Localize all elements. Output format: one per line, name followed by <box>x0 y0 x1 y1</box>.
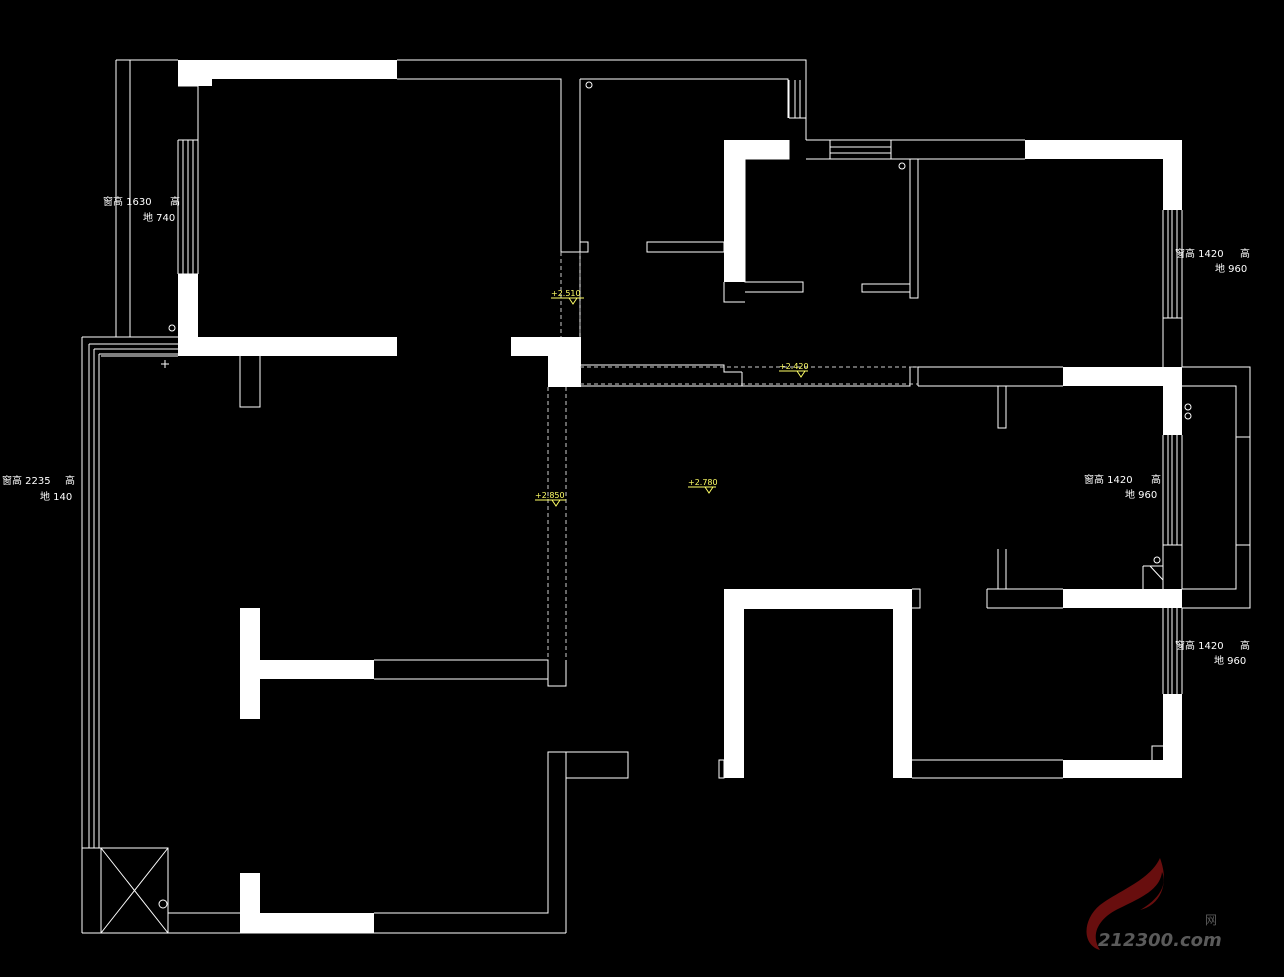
window-note-line2: 地 740 <box>143 211 175 224</box>
watermark: 网 212300.com <box>1086 858 1222 951</box>
light-point-icon <box>585 81 593 89</box>
wall-tee-horizontal <box>240 660 374 679</box>
window-note-bedroom-ne: 窗高 1420 高 地 960 <box>1175 247 1250 275</box>
wall-north-left <box>178 60 397 79</box>
wall-bedroom2-west <box>724 140 745 282</box>
window-note-line1-suffix: 高 <box>1151 473 1161 486</box>
wall-bath-west <box>724 589 744 778</box>
level-mark-living: +2.780 <box>688 478 718 487</box>
light-point-icon <box>1153 556 1161 564</box>
watermark-cn: 网 <box>1205 913 1217 927</box>
wall-nw-corner <box>178 60 212 86</box>
solid-walls <box>178 60 1182 933</box>
window-note-line2: 地 960 <box>1215 262 1247 275</box>
flame-logo-icon <box>1086 858 1164 950</box>
window-note-line1: 窗高 2235 <box>2 474 51 487</box>
level-mark-dining: +2.850 <box>535 491 565 500</box>
light-point-icon <box>158 899 168 909</box>
light-point-icon <box>898 162 906 170</box>
window-note-living-west: 窗高 2235 高 地 140 <box>2 474 75 503</box>
window-note-line1-suffix: 高 <box>1240 247 1250 260</box>
light-point-icon <box>1184 412 1192 420</box>
level-symbols <box>535 297 808 507</box>
window-note-line1: 窗高 1420 <box>1175 247 1224 260</box>
window-note-line2: 地 140 <box>40 490 72 503</box>
wall-east-south <box>1163 694 1182 778</box>
wall-east-mid <box>1063 367 1182 386</box>
wall-bath-east <box>893 589 912 778</box>
wall-column-center <box>548 337 581 387</box>
light-point-icon <box>168 324 176 332</box>
window-note-line1: 窗高 1630 <box>103 195 152 208</box>
level-triangle-icon <box>535 499 566 507</box>
wall-south-east <box>1063 760 1182 778</box>
wall-mid-horizontal <box>178 337 397 356</box>
wall-east-pillar <box>1163 367 1182 435</box>
wall-bedroom3-east <box>1163 140 1182 210</box>
level-mark-corridor: +2.420 <box>779 362 809 371</box>
wall-west-upper <box>178 274 198 338</box>
level-triangle-icon <box>551 297 584 305</box>
window-note-living-east: 窗高 1420 高 地 960 <box>1084 473 1161 501</box>
window-note-line2: 地 960 <box>1214 654 1246 667</box>
window-note-line1: 窗高 1420 <box>1084 473 1133 486</box>
window-note-line2: 地 960 <box>1125 488 1157 501</box>
level-triangle-icon <box>779 370 808 378</box>
fixtures <box>158 81 1192 909</box>
window-note-line1: 窗高 1420 <box>1175 639 1224 652</box>
wall-bedroom2-nw <box>724 140 789 159</box>
level-triangle-icon <box>688 486 716 494</box>
wall-south-left <box>240 913 374 933</box>
ceiling-dashed-lines <box>547 252 918 660</box>
window-note-bedroom-nw: 窗高 1630 高 地 740 <box>103 195 180 224</box>
light-point-icon <box>1184 403 1192 411</box>
wall-bath-north <box>724 589 912 609</box>
wall-east-lower <box>1063 589 1182 608</box>
window-note-bedroom-se: 窗高 1420 高 地 960 <box>1175 639 1250 667</box>
window-note-line1-suffix: 高 <box>65 474 75 487</box>
outline-walls <box>81 59 1251 934</box>
window-note-line1-suffix: 高 <box>170 195 180 208</box>
watermark-en: 212300.com <box>1098 930 1222 951</box>
level-mark-hall: +2.510 <box>551 289 581 298</box>
wall-bedroom3-north <box>1025 140 1182 159</box>
window-note-line1-suffix: 高 <box>1240 639 1250 652</box>
marker-plus-icon <box>161 360 169 368</box>
